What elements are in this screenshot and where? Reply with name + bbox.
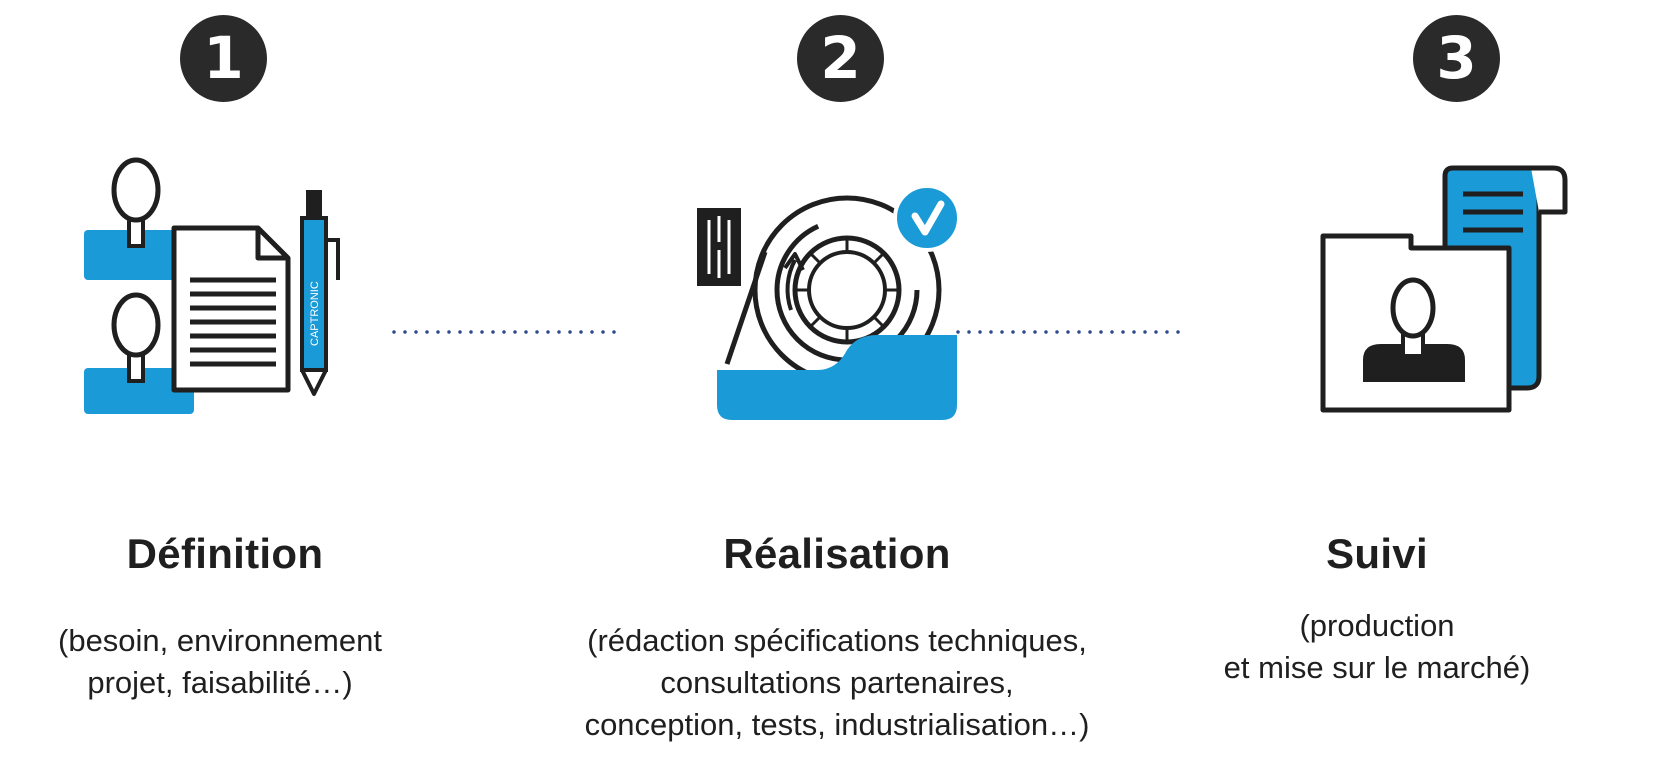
description-line: consultations partenaires, xyxy=(660,665,1014,700)
description-line: (besoin, environnement xyxy=(58,623,382,658)
contract-signing-icon: CAPTRONIC xyxy=(84,157,340,414)
step-description: (besoin, environnement projet, faisabili… xyxy=(0,620,440,704)
dotted-connector xyxy=(956,330,1186,334)
description-line: conception, tests, industrialisation…) xyxy=(584,707,1090,742)
description-line: projet, faisabilité…) xyxy=(87,665,353,700)
dotted-connector xyxy=(392,330,622,334)
step-definition: 1 CAPTRONIC Définition (besoin, environn xyxy=(0,0,560,780)
description-line: (production xyxy=(1299,608,1455,643)
profile-document-icon xyxy=(1320,165,1568,413)
step-title: Définition xyxy=(126,530,324,577)
step-description: (rédaction spécifications techniques, co… xyxy=(557,620,1117,746)
description-line: et mise sur le marché) xyxy=(1223,650,1531,685)
step-number-badge: 3 xyxy=(1413,15,1500,102)
step-suivi: 3 Suivi (production et mise sur le march… xyxy=(1177,0,1660,780)
step-title: Réalisation xyxy=(723,530,951,577)
step-number-badge: 2 xyxy=(797,15,884,102)
tape-dispenser-icon xyxy=(697,184,961,420)
step-title: Suivi xyxy=(1326,530,1428,577)
pen-label: CAPTRONIC xyxy=(309,281,321,346)
description-line: (rédaction spécifications techniques, xyxy=(587,623,1087,658)
step-realisation: 2 xyxy=(557,0,1117,780)
step-number-badge: 1 xyxy=(180,15,267,102)
step-description: (production et mise sur le marché) xyxy=(1177,605,1577,689)
